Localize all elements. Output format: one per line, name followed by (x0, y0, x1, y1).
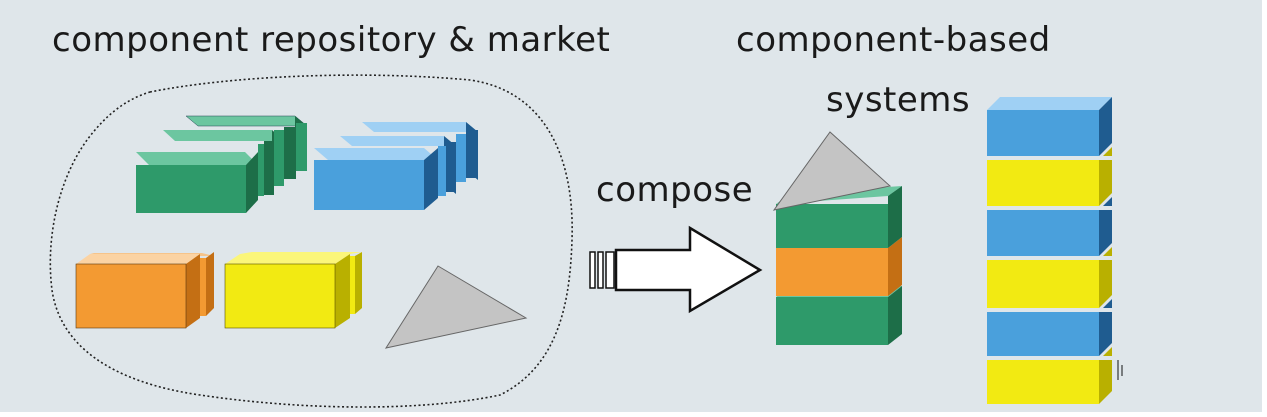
orange-block (75, 252, 214, 329)
repository-boundary (49, 74, 573, 408)
repository-title: component repository & market (52, 20, 611, 60)
systems-title-line2: systems (826, 80, 971, 120)
blue-block-cluster (314, 122, 478, 210)
compose-arrow-icon (589, 225, 763, 314)
system-stack (987, 97, 1123, 404)
compose-label: compose (596, 170, 754, 210)
composed-stack (772, 131, 902, 345)
yellow-block (224, 252, 362, 329)
systems-title-line1: component-based (736, 20, 1051, 60)
green-block-cluster (136, 115, 308, 213)
gray-triangle (384, 265, 528, 349)
